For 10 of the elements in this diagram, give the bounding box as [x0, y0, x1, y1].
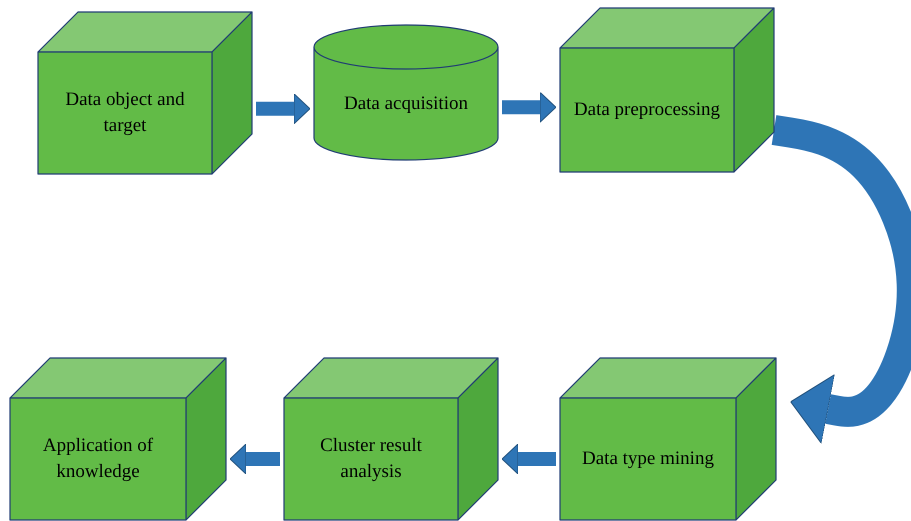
- arrow: [256, 93, 310, 124]
- arrow: [502, 444, 556, 474]
- node-label: Data preprocessing: [574, 98, 720, 122]
- node-label: Data type mining: [582, 447, 714, 472]
- node-label: Data object and target: [64, 88, 186, 138]
- node-label: Data acquisition: [344, 92, 468, 116]
- arrow: [230, 444, 280, 474]
- arrow: [502, 92, 556, 123]
- node-label: Application of knowledge: [42, 434, 154, 484]
- node-label: Cluster result analysis: [319, 434, 423, 484]
